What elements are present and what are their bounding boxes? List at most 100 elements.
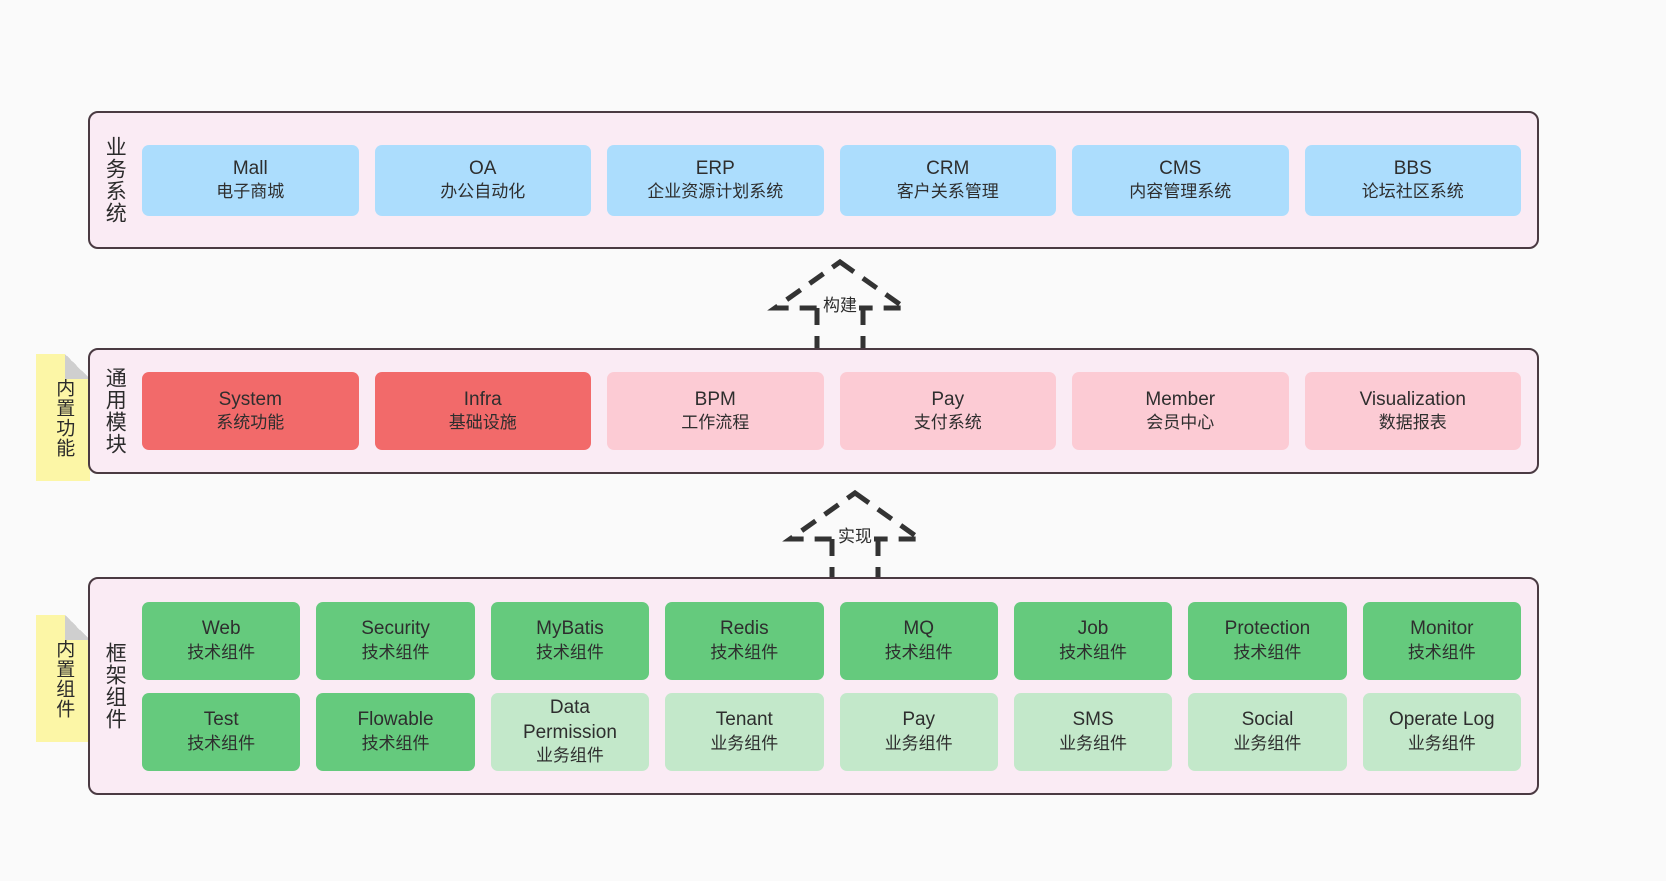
card-title: BPM [694,388,736,410]
card-subtitle: 系统功能 [216,413,285,433]
card-title: Protection [1224,618,1311,640]
layer-body-business-system: Mall 电子商城 OA 办公自动化 ERP 企业资源计划系统 CRM 客户关系… [138,113,1537,247]
card-title: Tenant [715,709,773,731]
card-member[interactable]: Member 会员中心 [1072,372,1289,450]
card-title: Visualization [1359,388,1466,410]
card-title: Operate Log [1388,709,1495,731]
layer-body-framework-component: Web 技术组件 Security 技术组件 MyBatis 技术组件 Redi… [138,579,1537,793]
card-subtitle: 办公自动化 [440,182,526,202]
layer-framework-component: 框架组件 Web 技术组件 Security 技术组件 MyBatis 技术组件… [88,577,1539,795]
card-tenant[interactable]: Tenant 业务组件 [665,692,824,771]
connector-build: 构建 [755,256,925,348]
layer-body-common-module: System 系统功能 Infra 基础设施 BPM 工作流程 Pay 支付系统… [138,350,1537,472]
card-title: Security [361,618,430,640]
card-subtitle: 电子商城 [216,182,285,202]
card-mq[interactable]: MQ 技术组件 [839,601,998,680]
card-title: Pay [902,709,936,731]
card-social[interactable]: Social 业务组件 [1188,692,1347,771]
card-title: Test [203,709,239,731]
card-subtitle: 数据报表 [1378,413,1447,433]
card-subtitle: 业务组件 [1407,733,1476,753]
card-bpm[interactable]: BPM 工作流程 [607,372,824,450]
card-subtitle: 技术组件 [187,733,256,753]
card-subtitle: 会员中心 [1146,413,1215,433]
connector-label-build: 构建 [821,291,859,316]
card-title: Monitor [1410,618,1474,640]
card-subtitle: 业务组件 [884,733,953,753]
layer-title-common-module: 通用模块 [103,367,127,455]
card-subtitle: 业务组件 [1233,733,1302,753]
card-title: CMS [1159,157,1202,179]
card-security[interactable]: Security 技术组件 [316,601,475,680]
note-builtin-component: 内置组件 [36,615,90,742]
card-title: Mall [232,157,268,179]
card-title: Infra [463,388,502,410]
card-job[interactable]: Job 技术组件 [1013,601,1173,680]
card-title: BBS [1393,157,1432,179]
card-title: Data Permission [522,697,617,743]
card-title: OA [469,157,497,179]
card-title: CRM [926,157,970,179]
note-builtin-function: 内置功能 [36,354,90,481]
card-row: Mall 电子商城 OA 办公自动化 ERP 企业资源计划系统 CRM 客户关系… [142,144,1521,216]
card-title: MyBatis [536,618,604,640]
card-data-permission[interactable]: Data Permission 业务组件 [490,692,650,771]
card-mybatis[interactable]: MyBatis 技术组件 [490,601,650,680]
card-subtitle: 工作流程 [681,413,750,433]
card-bbs[interactable]: BBS 论坛社区系统 [1304,144,1521,216]
card-flowable[interactable]: Flowable 技术组件 [316,692,475,771]
card-title: Web [201,618,241,640]
card-title: System [218,388,282,410]
card-infra[interactable]: Infra 基础设施 [374,372,591,450]
card-title: Redis [720,618,769,640]
card-row: Web 技术组件 Security 技术组件 MyBatis 技术组件 Redi… [142,601,1521,680]
layer-title-framework-component: 框架组件 [103,642,127,730]
card-cms[interactable]: CMS 内容管理系统 [1072,144,1289,216]
card-subtitle: 技术组件 [361,733,430,753]
card-title: Flowable [357,709,434,731]
card-row: System 系统功能 Infra 基础设施 BPM 工作流程 Pay 支付系统… [142,372,1521,450]
card-subtitle: 基础设施 [448,413,517,433]
card-title: Member [1145,388,1216,410]
layer-title-business-system: 业务系统 [103,136,127,224]
card-mall[interactable]: Mall 电子商城 [142,144,359,216]
layer-common-module: 通用模块 System 系统功能 Infra 基础设施 BPM 工作流程 Pay… [88,348,1539,474]
card-subtitle: 论坛社区系统 [1361,182,1464,202]
card-system[interactable]: System 系统功能 [142,372,359,450]
card-title: Social [1241,709,1294,731]
card-subtitle: 技术组件 [710,642,779,662]
card-crm[interactable]: CRM 客户关系管理 [839,144,1056,216]
card-subtitle: 企业资源计划系统 [647,182,784,202]
card-pay-business[interactable]: Pay 业务组件 [839,692,998,771]
card-subtitle: 技术组件 [884,642,953,662]
card-visualization[interactable]: Visualization 数据报表 [1304,372,1521,450]
card-sms[interactable]: SMS 业务组件 [1013,692,1173,771]
card-operate-log[interactable]: Operate Log 业务组件 [1362,692,1521,771]
card-title: ERP [695,157,735,179]
card-erp[interactable]: ERP 企业资源计划系统 [607,144,824,216]
card-redis[interactable]: Redis 技术组件 [665,601,824,680]
card-subtitle: 技术组件 [1233,642,1302,662]
card-subtitle: 内容管理系统 [1129,182,1232,202]
card-subtitle: 技术组件 [1407,642,1476,662]
layer-business-system: 业务系统 Mall 电子商城 OA 办公自动化 ERP 企业资源计划系统 CRM… [88,111,1539,249]
card-title: Job [1077,618,1109,640]
card-subtitle: 技术组件 [535,642,604,662]
card-web[interactable]: Web 技术组件 [142,601,301,680]
card-subtitle: 客户关系管理 [896,182,999,202]
card-protection[interactable]: Protection 技术组件 [1188,601,1347,680]
card-subtitle: 业务组件 [535,745,604,765]
card-monitor[interactable]: Monitor 技术组件 [1362,601,1521,680]
connector-implement: 实现 [770,487,940,577]
card-subtitle: 技术组件 [187,642,256,662]
card-subtitle: 业务组件 [710,733,779,753]
card-row: Test 技术组件 Flowable 技术组件 Data Permission … [142,692,1521,771]
card-oa[interactable]: OA 办公自动化 [374,144,591,216]
card-title: SMS [1072,709,1114,731]
card-pay[interactable]: Pay 支付系统 [839,372,1056,450]
card-title: MQ [903,618,934,640]
card-test[interactable]: Test 技术组件 [142,692,301,771]
card-subtitle: 业务组件 [1059,733,1128,753]
card-subtitle: 技术组件 [361,642,430,662]
